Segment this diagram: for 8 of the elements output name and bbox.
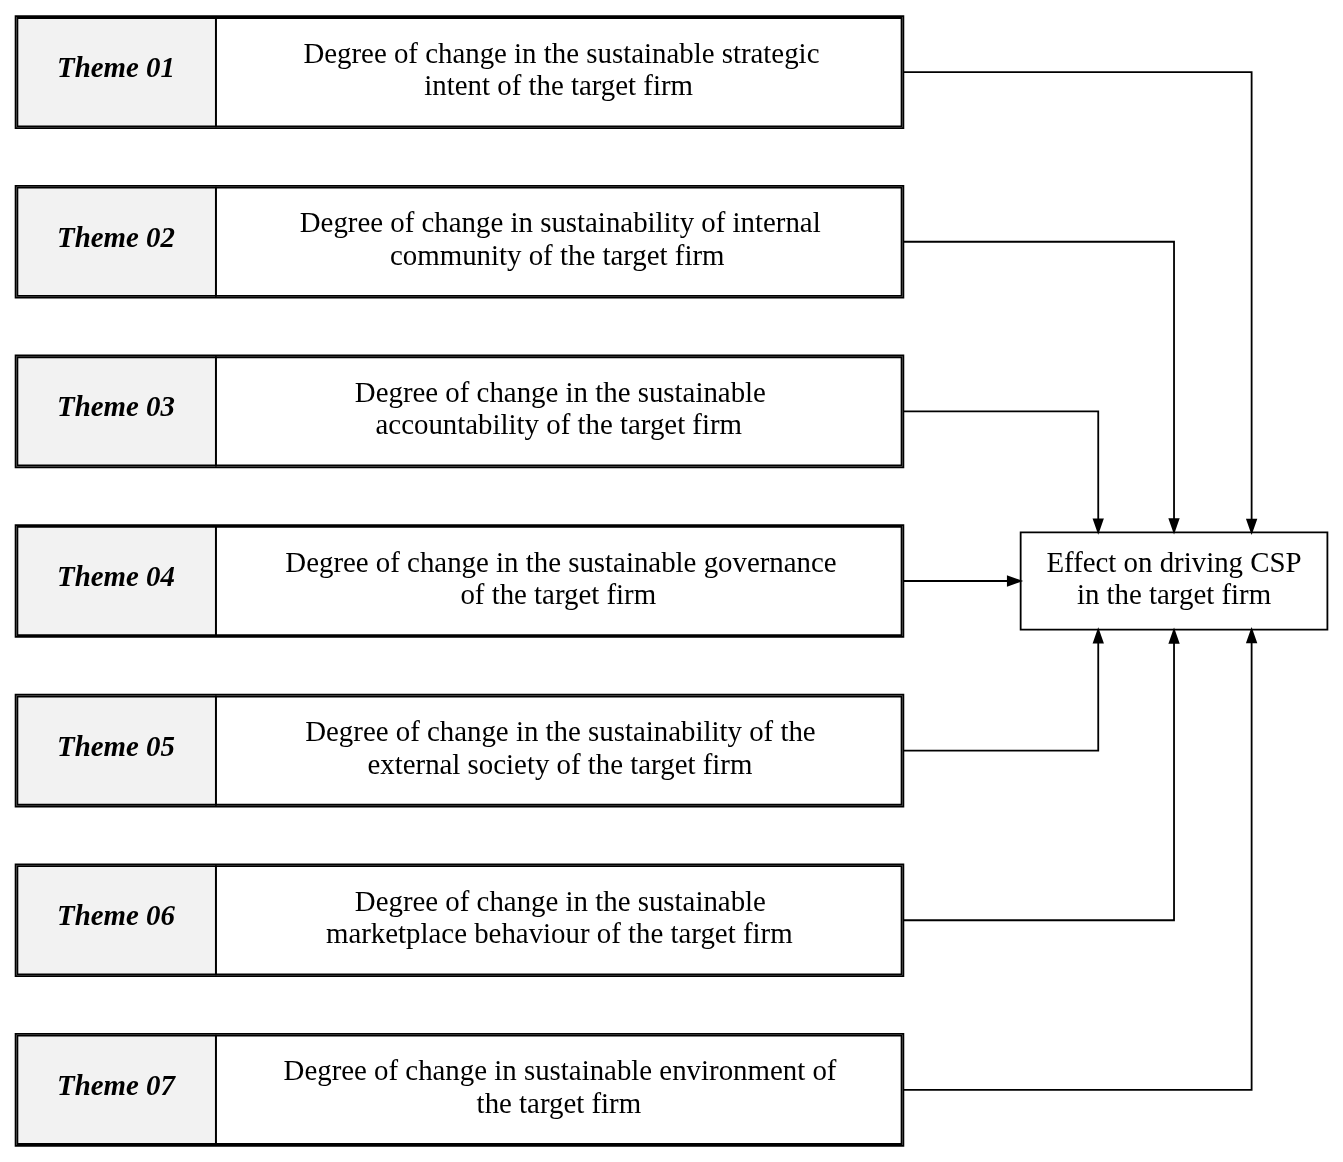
- arrow: [902, 71, 1258, 535]
- arrow: [902, 627, 1258, 1091]
- arrow: [902, 575, 1024, 587]
- arrow: [903, 410, 1104, 535]
- arrow: [903, 627, 1104, 752]
- node-box: Effect on driving CSP in the target firm: [1019, 531, 1329, 631]
- arrow: [902, 627, 1180, 922]
- arrow: [902, 240, 1180, 535]
